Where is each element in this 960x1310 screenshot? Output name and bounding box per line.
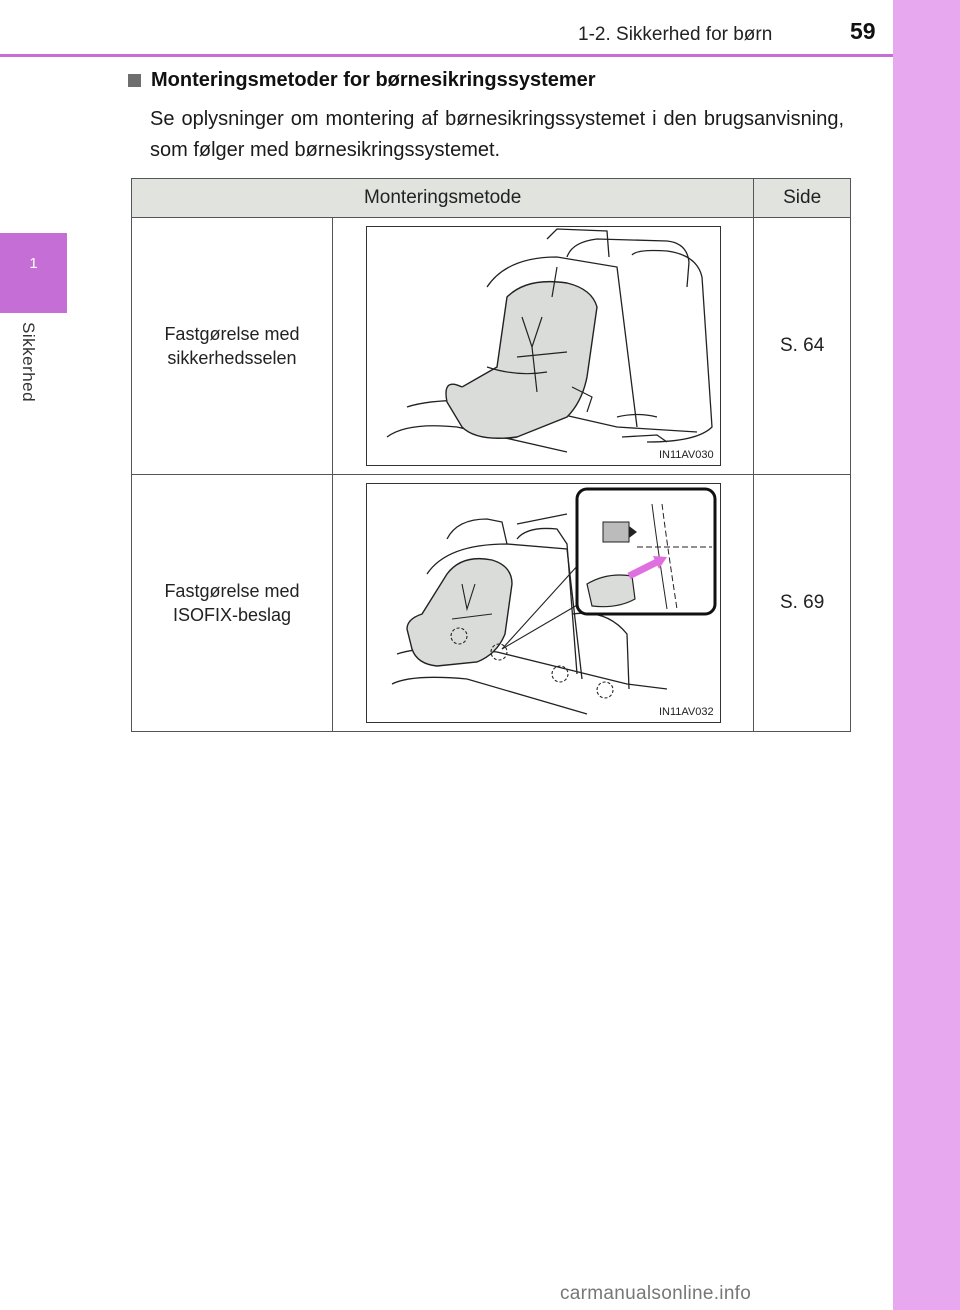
figure-code: IN11AV030 [658,449,714,461]
square-bullet-icon [128,74,141,87]
table-row: Fastgørelse med ISOFIX-beslag [131,474,851,732]
table-header-row: Monteringsmetode Side [130,178,851,218]
chapter-number: 1 [29,255,38,272]
page-number: 59 [850,18,876,44]
child-seat-seatbelt-illustration [386,228,713,453]
figure-code: IN11AV032 [658,706,714,718]
page-reference: S. 64 [753,217,851,475]
table-row: Fastgørelse med sikkerhedsselen [131,217,851,475]
header-divider [0,54,893,57]
body-paragraph: Se oplysninger om montering af børnesikr… [150,108,844,161]
child-seat-isofix-illustration [391,487,717,715]
figure-cell: IN11AV032 [331,474,755,732]
installation-methods-table: Monteringsmetode Side Fastgørelse med si… [130,178,851,732]
method-label: Fastgørelse med sikkerhedsselen [131,217,333,475]
isofix-installation-figure: IN11AV032 [365,483,721,723]
section-heading: Monteringsmetoder for børnesikringssyste… [128,69,596,92]
header-page: Side [753,178,851,218]
chapter-tab [0,233,67,313]
watermark-text: carmanualsonline.info [560,1283,752,1304]
section-title: 1-2. Sikkerhed for børn [578,24,773,45]
figure-cell: IN11AV030 [331,217,755,475]
method-label: Fastgørelse med ISOFIX-beslag [131,474,333,732]
seatbelt-installation-figure: IN11AV030 [365,226,721,466]
page-reference: S. 69 [753,474,851,732]
heading-text: Monteringsmetoder for børnesikringssyste… [151,69,596,91]
chapter-sidebar [893,0,960,1310]
header-method: Monteringsmetode [130,178,755,218]
chapter-label: Sikkerhed [19,322,38,403]
